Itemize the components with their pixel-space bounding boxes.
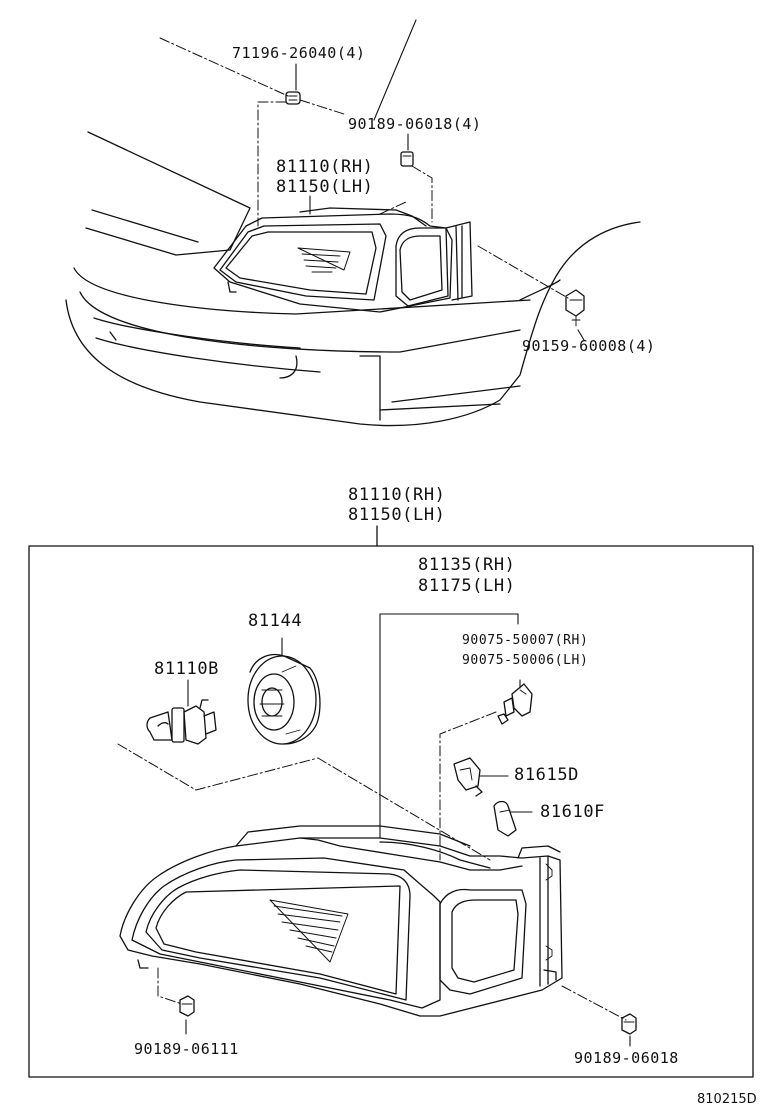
assembly-frame [28,525,754,1078]
label-cover: 81144 [248,611,303,631]
headlamp-top [213,207,473,313]
bulb-socket [453,757,483,797]
main-bulb [146,699,217,745]
bottom-leader-solid [185,637,631,1047]
top-fasteners [285,91,585,327]
label-housing-rh: 81135(RH) [418,555,516,575]
label-nut-right: 90189-06018 [574,1049,679,1067]
label-screw: 90159-60008(4) [522,337,656,355]
label-bulb-small: 81610F [540,802,606,822]
label-nut-left: 90189-06111 [134,1040,239,1058]
small-socket-connector [497,683,533,725]
label-headlamp-lh: 81150(LH) [348,505,446,525]
label-housing-lh: 81175(LH) [418,576,516,596]
label-socket-rh: 90075-50007(RH) [462,633,589,648]
label-headlamp-rh: 81110(RH) [348,485,446,505]
headlamp-assembly [119,825,563,1017]
label-clip-bolt: 71196-26040(4) [232,44,366,62]
top-leader-lines [159,37,569,299]
label-headlamp-rh-top: 81110(RH) [276,157,374,177]
label-nut-upper: 90189-06018(4) [348,115,482,133]
diagram-id: 810215D [697,1092,757,1107]
vehicle-front-body [65,131,641,427]
bottom-leader-lines [117,711,627,1021]
label-socket-lh: 90075-50006(LH) [462,653,589,668]
bottom-nuts [179,995,637,1035]
label-socket: 81615D [514,765,580,785]
top-leader-solid [295,19,585,341]
label-bulb-main: 81110B [154,659,220,679]
label-headlamp-lh-top: 81150(LH) [276,177,374,197]
wedge-bulb [493,800,517,837]
dust-cover [247,653,321,745]
bracket-housing [379,613,519,839]
